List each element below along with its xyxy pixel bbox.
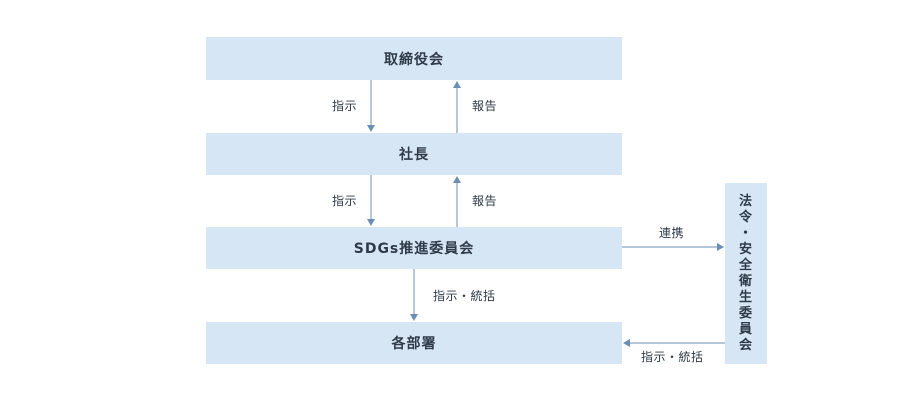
edge-label-sdgs-to-safety: 連携 bbox=[659, 226, 685, 240]
safety-committee-char: 会 bbox=[738, 337, 753, 353]
edge-label-president-to-sdgs: 指示 bbox=[332, 194, 358, 208]
edge-label-board-to-president: 指示 bbox=[332, 99, 358, 113]
safety-committee-char: 法 bbox=[738, 193, 753, 209]
safety-committee-char: 安 bbox=[738, 241, 753, 257]
safety-committee-char: 令 bbox=[738, 209, 753, 225]
board-label: 取締役会 bbox=[384, 51, 444, 68]
edge-label-safety-to-departments: 指示・統括 bbox=[641, 350, 704, 364]
edge-label-sdgs-to-president: 報告 bbox=[472, 194, 498, 208]
president-box: 社長 bbox=[206, 133, 622, 175]
sdgs-committee-label: SDGs推進委員会 bbox=[353, 241, 475, 257]
departments-label: 各部署 bbox=[391, 336, 437, 352]
safety-committee-char: 生 bbox=[738, 289, 753, 305]
edge-label-president-to-board: 報告 bbox=[472, 99, 498, 113]
safety-committee-char: ・ bbox=[738, 225, 753, 241]
safety-committee-char: 員 bbox=[738, 321, 753, 337]
safety-committee-label: 法令・安全衛生委員会 bbox=[739, 194, 753, 354]
board-box: 取締役会 bbox=[206, 37, 622, 80]
safety-committee-char: 委 bbox=[738, 305, 753, 321]
edge-label-sdgs-to-departments: 指示・統括 bbox=[433, 289, 496, 303]
safety-committee-char: 全 bbox=[738, 257, 753, 273]
president-label: 社長 bbox=[399, 147, 429, 163]
departments-box: 各部署 bbox=[206, 322, 622, 364]
sdgs-committee-box: SDGs推進委員会 bbox=[206, 227, 622, 269]
safety-committee-box: 法令・安全衛生委員会 bbox=[725, 183, 767, 364]
safety-committee-char: 衛 bbox=[738, 273, 753, 289]
